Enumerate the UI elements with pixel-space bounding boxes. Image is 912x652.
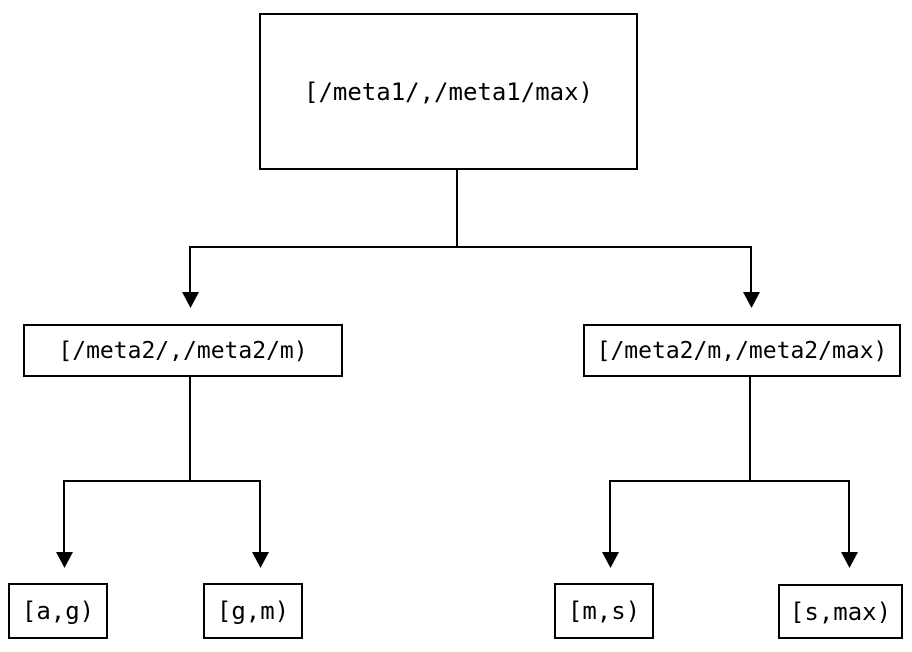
- arrowhead-icon: [56, 552, 73, 568]
- edge-root-branch: [189, 246, 752, 292]
- node-root-label: [/meta1/,/meta1/max): [304, 77, 593, 106]
- node-meta2-right: [/meta2/m,/meta2/max): [583, 324, 901, 377]
- edge-left-branch: [63, 480, 261, 552]
- arrowhead-icon: [182, 292, 199, 308]
- node-leaf-smax: [s,max): [778, 584, 903, 639]
- node-meta2-left: [/meta2/,/meta2/m): [23, 324, 343, 377]
- node-leaf-ag: [a,g): [8, 583, 108, 639]
- edge-right-branch: [609, 480, 850, 552]
- node-leaf-ms-label: [m,s): [567, 597, 641, 625]
- node-meta2-left-label: [/meta2/,/meta2/m): [58, 337, 308, 364]
- node-meta2-right-label: [/meta2/m,/meta2/max): [596, 337, 888, 364]
- arrowhead-icon: [841, 552, 858, 568]
- node-root: [/meta1/,/meta1/max): [259, 13, 638, 170]
- node-leaf-gm-label: [g,m): [216, 597, 290, 625]
- node-leaf-ag-label: [a,g): [21, 597, 95, 625]
- arrowhead-icon: [252, 552, 269, 568]
- arrowhead-icon: [743, 292, 760, 308]
- node-leaf-ms: [m,s): [554, 583, 654, 639]
- node-leaf-smax-label: [s,max): [789, 597, 892, 626]
- node-leaf-gm: [g,m): [203, 583, 303, 639]
- arrowhead-icon: [602, 552, 619, 568]
